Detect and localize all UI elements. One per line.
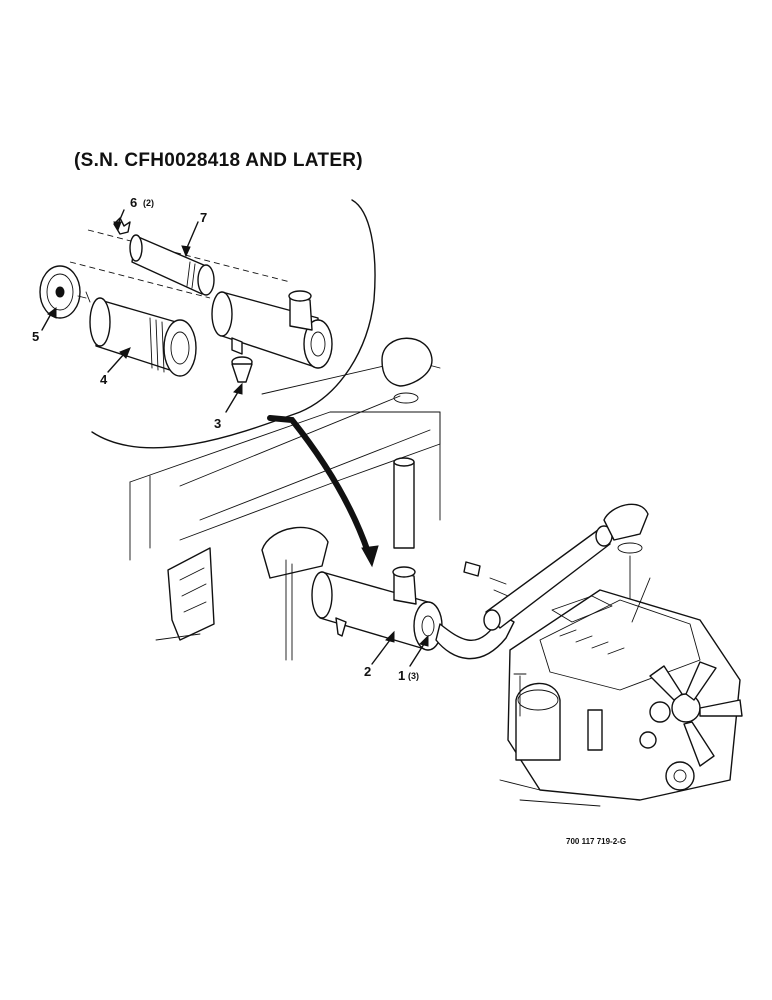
callout-leaders [41,209,429,667]
callout-4-label: 4 [100,372,108,387]
callout-6: 6 (2) [130,195,154,210]
intake-hose [435,503,649,660]
callout-1-label: 1 [398,668,405,683]
engine-fan [649,661,743,767]
callout-5-label: 5 [32,329,39,344]
inner-filter-part-7 [129,234,215,296]
diagram-title: (S.N. CFH0028418 AND LATER) [74,150,363,171]
exploded-air-cleaner [39,217,333,383]
engine [499,577,743,807]
callout-7-label: 7 [200,210,207,225]
callout-1: 1 (3) [398,668,419,683]
air-cleaner-housing [211,290,333,369]
figure-number: 700 117 719-2-G [566,837,627,846]
main-air-cleaner-part-2 [311,566,443,651]
callout-1-qty: (3) [408,671,419,681]
end-cover-part-5 [39,265,91,319]
callout-6-qty: (2) [143,198,154,208]
dust-valve-part-3 [231,356,253,383]
detail-leader-arrow [267,415,379,568]
callout-3-label: 3 [214,416,221,431]
callout-6-label: 6 [130,195,137,210]
detail-circle [91,199,376,449]
callout-2-label: 2 [364,664,371,679]
precleaner-cap [381,337,433,549]
outer-filter-part-4 [89,297,197,377]
